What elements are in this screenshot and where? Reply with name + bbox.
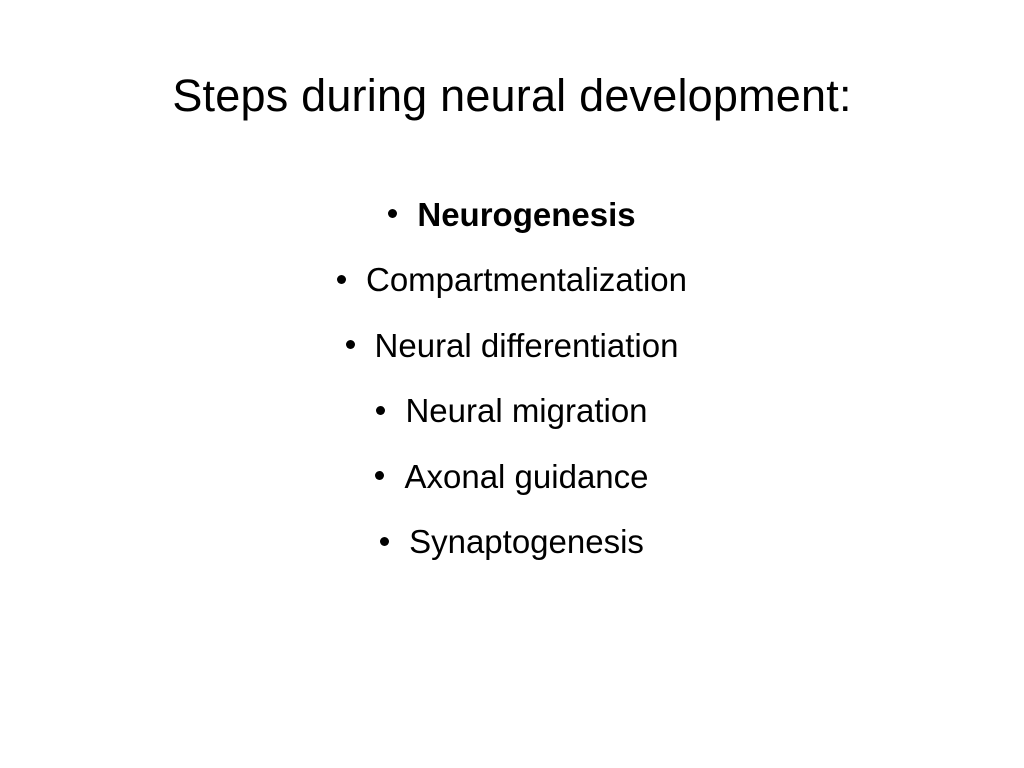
bullet-icon bbox=[337, 274, 346, 284]
bullet-icon bbox=[375, 471, 385, 481]
bullet-label: Axonal guidance bbox=[404, 457, 649, 495]
bullet-item-neural-migration: Neural migration bbox=[0, 379, 1024, 445]
bullet-list: Neurogenesis Compartmentalization Neural… bbox=[0, 182, 1024, 575]
bullet-label: Neural differentiation bbox=[374, 326, 679, 364]
bullet-icon bbox=[388, 209, 398, 219]
bullet-label: Neurogenesis bbox=[417, 195, 636, 233]
bullet-item-synaptogenesis: Synaptogenesis bbox=[0, 510, 1024, 576]
bullet-item-neurogenesis: Neurogenesis bbox=[0, 182, 1024, 248]
bullet-label: Compartmentalization bbox=[366, 261, 687, 299]
bullet-item-neural-differentiation: Neural differentiation bbox=[0, 313, 1024, 379]
bullet-item-axonal-guidance: Axonal guidance bbox=[0, 444, 1024, 510]
bullet-icon bbox=[345, 340, 355, 350]
bullet-item-compartmentalization: Compartmentalization bbox=[0, 248, 1024, 314]
bullet-label: Neural migration bbox=[405, 392, 648, 430]
bullet-icon bbox=[380, 536, 390, 546]
bullet-label: Synaptogenesis bbox=[409, 523, 644, 561]
bullet-icon bbox=[376, 405, 386, 415]
slide-title: Steps during neural development: bbox=[172, 70, 852, 121]
